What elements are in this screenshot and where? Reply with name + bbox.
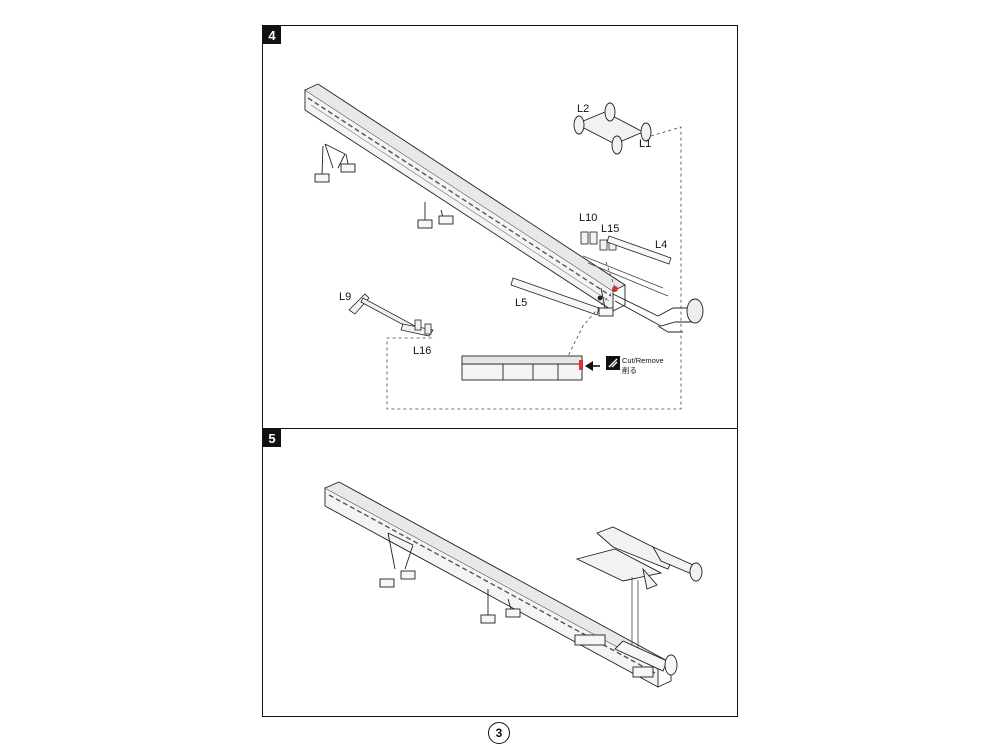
part-l9-l16 [348, 293, 434, 337]
callout-l15: L15 [601, 223, 619, 235]
knife-cut-icon [585, 356, 620, 371]
callout-l2: L2 [577, 103, 589, 115]
step-4-illustration: L2 L1 L10 L15 L4 L5 L9 [304, 83, 704, 410]
step-5-panel: 5 [262, 428, 738, 717]
ramp-supports [314, 143, 614, 317]
placement-guide-lines [631, 577, 639, 657]
callout-l1: L1 [639, 138, 651, 150]
assembly-guide-lines [386, 126, 682, 410]
cut-detail-beam [461, 355, 583, 381]
launch-ramp-beam [304, 83, 626, 312]
v1-missile [575, 526, 703, 590]
step-4-panel: 4 [262, 25, 738, 430]
part-l10-l15 [580, 231, 617, 251]
part-l4 [582, 235, 672, 297]
cut-note-en: Cut/Remove [622, 356, 664, 365]
step-5-badge: 5 [263, 429, 281, 447]
cut-note-jp: 削る [622, 365, 637, 375]
callout-l16: L16 [413, 345, 431, 357]
part-l5 [510, 277, 618, 316]
launch-trolley [614, 640, 678, 676]
step-4-badge: 4 [263, 26, 281, 44]
callout-l10: L10 [579, 212, 597, 224]
part-l1-l2 [573, 102, 652, 155]
step-5-illustration [324, 481, 703, 688]
ramp-supports [379, 532, 654, 678]
launch-ramp-beam [324, 481, 673, 688]
callout-l9: L9 [339, 291, 351, 303]
callout-l5: L5 [515, 297, 527, 309]
page-number: 3 [488, 722, 510, 744]
rear-launcher-parts [612, 293, 704, 333]
callout-l4: L4 [655, 239, 667, 251]
